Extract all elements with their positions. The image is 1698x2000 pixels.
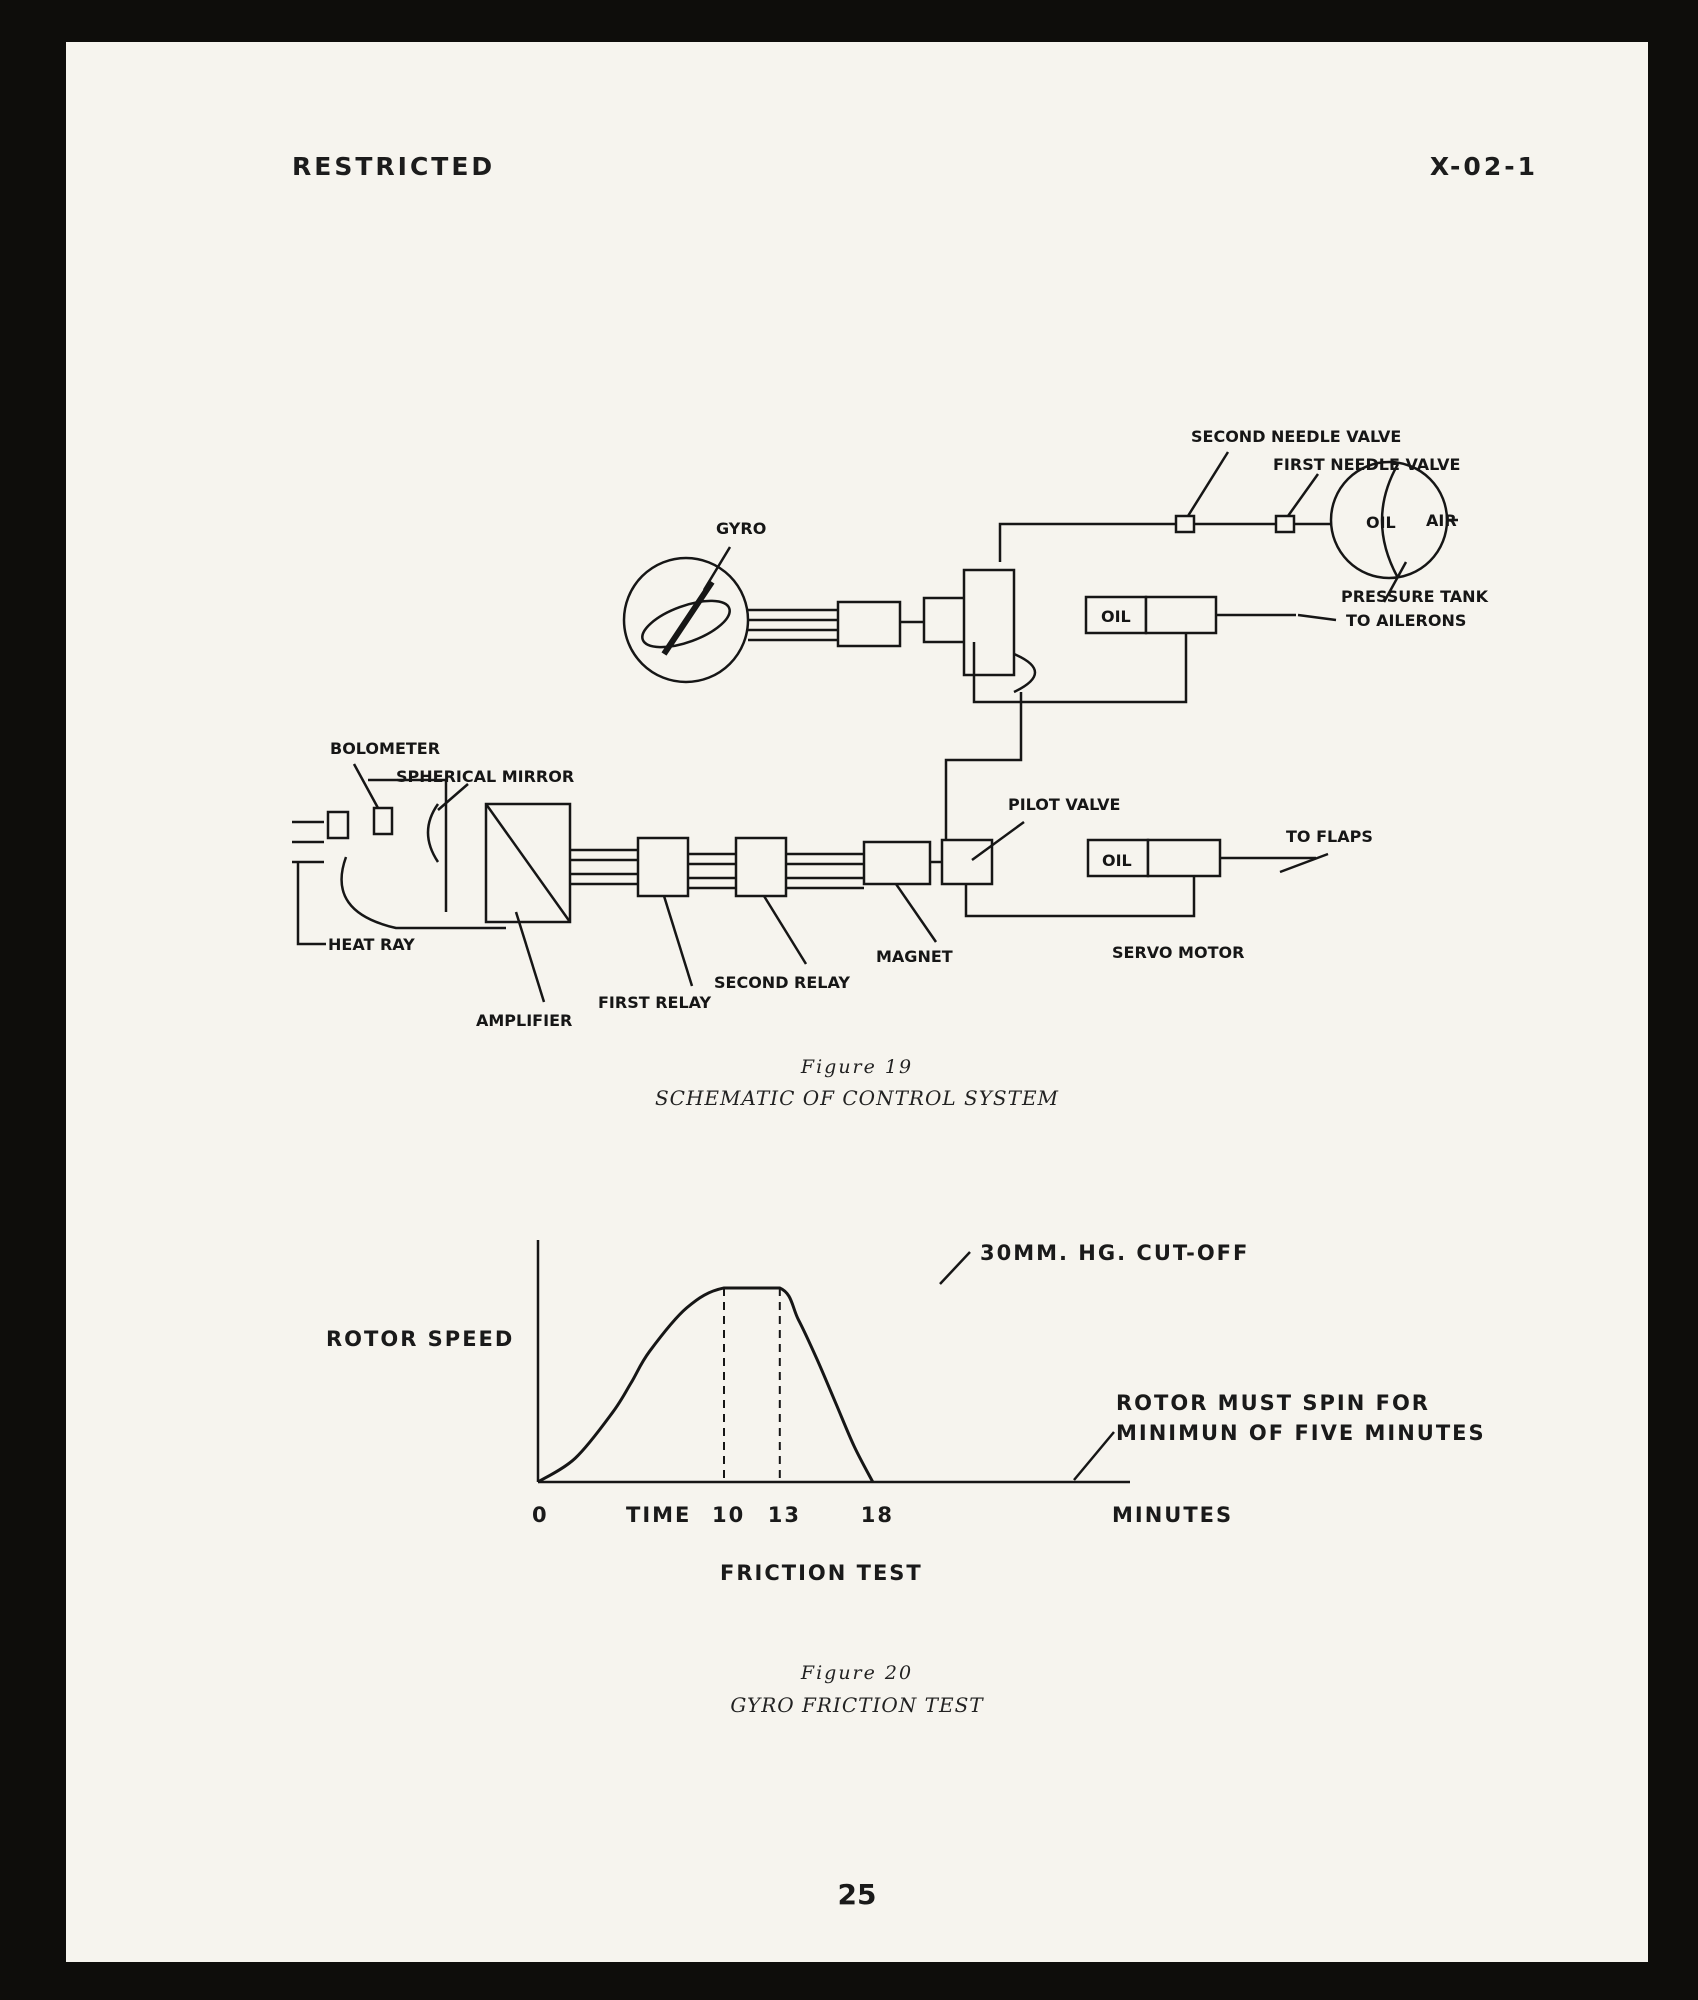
aileron-oil-label: OIL xyxy=(1101,607,1131,626)
cutoff-pointer xyxy=(939,1251,971,1285)
spin-pointer xyxy=(1073,1431,1115,1481)
amplifier-label: AMPLIFIER xyxy=(476,1011,572,1030)
y-axis-label: ROTOR SPEED xyxy=(326,1327,514,1351)
to-flaps-pointer xyxy=(1279,852,1329,874)
aileron-valve-body xyxy=(962,568,1016,677)
aileron-oil-line xyxy=(972,633,1188,704)
second-relay-pointer xyxy=(762,895,808,965)
spin-annotation-line1: ROTOR MUST SPIN FOR xyxy=(1116,1391,1430,1415)
heat-ray-source xyxy=(326,810,350,840)
bolometer-label: BOLOMETER xyxy=(330,739,440,758)
flaps-oil-label: OIL xyxy=(1102,851,1132,870)
gyro-label: GYRO xyxy=(716,519,766,538)
magnet-wiring xyxy=(786,852,864,890)
spherical-mirror xyxy=(426,803,440,863)
air-line xyxy=(998,522,1331,562)
x-tick-0: 0 xyxy=(532,1503,549,1527)
pressure-tank-pointer xyxy=(1382,561,1408,603)
document-page: RESTRICTED X-02-1 OIL AIR SECOND NEEDLE … xyxy=(66,42,1648,1962)
cutoff-annotation: 30MM. HG. CUT-OFF xyxy=(980,1241,1249,1265)
to-ailerons-label: TO AILERONS xyxy=(1346,611,1466,630)
spherical-mirror-label: SPHERICAL MIRROR xyxy=(396,767,574,786)
flaps-oil-chamber xyxy=(1086,838,1150,878)
bolometer-housing xyxy=(368,778,448,912)
second-needle-valve-pointer xyxy=(1186,451,1230,517)
first-relay-label: FIRST RELAY xyxy=(598,993,712,1012)
flaps-cylinder xyxy=(1146,838,1222,878)
figure-20-title: GYRO FRICTION TEST xyxy=(730,1693,984,1717)
magnet-pointer xyxy=(894,883,938,943)
tank-air-label: AIR xyxy=(1426,511,1457,530)
heat-ray-label: HEAT RAY xyxy=(328,935,415,954)
x-axis-unit: MINUTES xyxy=(1112,1503,1233,1527)
relay-link-wiring xyxy=(688,852,736,890)
magnet-label: MAGNET xyxy=(876,947,953,966)
document-code: X-02-1 xyxy=(1429,152,1538,181)
second-needle-valve xyxy=(1174,514,1196,534)
to-ailerons-pointer xyxy=(1297,613,1337,622)
second-needle-valve-label: SECOND NEEDLE VALVE xyxy=(1191,427,1401,446)
second-relay xyxy=(734,836,788,898)
gyro-relay xyxy=(836,600,902,648)
flaps-oil-line xyxy=(964,876,1196,918)
tank-divider xyxy=(1380,463,1400,579)
aileron-return-line xyxy=(1013,652,1036,694)
main-oil-line xyxy=(944,692,1023,842)
classification-header: RESTRICTED xyxy=(292,152,496,181)
figure-19-number: Figure 19 xyxy=(800,1056,914,1078)
heat-ray-pointer xyxy=(296,862,326,946)
gyro-rotor xyxy=(641,599,731,649)
spherical-mirror-pointer xyxy=(437,783,469,811)
gyro-coil-wiring xyxy=(748,608,838,642)
chart-title: FRICTION TEST xyxy=(720,1561,923,1585)
rotor-speed-curve xyxy=(537,1286,875,1484)
amplifier-pointer xyxy=(514,911,546,1003)
amplifier-diagonal xyxy=(484,803,572,923)
control-system-schematic: OIL AIR SECOND NEEDLE VALVE FIRST NEEDLE… xyxy=(292,427,1489,1030)
pressure-tank-label: PRESSURE TANK xyxy=(1341,587,1489,606)
x-axis-label: TIME xyxy=(626,1503,691,1527)
tank-oil-label: OIL xyxy=(1366,513,1396,532)
gyro-axis xyxy=(661,580,715,656)
heat-ray-wiring xyxy=(340,856,506,930)
servo-motor-label: SERVO MOTOR xyxy=(1112,943,1244,962)
x-tick-13: 13 xyxy=(768,1503,801,1527)
figure-19-title: SCHEMATIC OF CONTROL SYSTEM xyxy=(654,1086,1060,1110)
x-tick-10: 10 xyxy=(712,1503,745,1527)
first-relay xyxy=(636,836,690,898)
first-needle-valve xyxy=(1274,514,1296,534)
x-tick-18: 18 xyxy=(861,1503,894,1527)
bolometer xyxy=(372,806,394,836)
to-flaps-label: TO FLAPS xyxy=(1286,827,1373,846)
pilot-valve-label: PILOT VALVE xyxy=(1008,795,1120,814)
flaps-pilot-valve xyxy=(940,838,994,886)
second-relay-label: SECOND RELAY xyxy=(714,973,850,992)
amplifier-output-wiring xyxy=(570,848,638,886)
aileron-oil-chamber xyxy=(1084,595,1148,635)
first-needle-valve-pointer xyxy=(1286,473,1320,517)
friction-test-chart: 0 10 13 18 ROTOR SPEED TIME MINUTES FRICTIO… xyxy=(326,1240,1486,1585)
page-number: 25 xyxy=(837,1878,877,1911)
gyro-pointer xyxy=(702,546,732,591)
first-relay-pointer xyxy=(662,895,694,987)
figure-20-number: Figure 20 xyxy=(800,1662,914,1684)
pilot-valve-pointer xyxy=(971,820,1025,862)
first-needle-valve-label: FIRST NEEDLE VALVE xyxy=(1273,455,1460,474)
spin-annotation-line2: MINIMUN OF FIVE MINUTES xyxy=(1116,1421,1486,1445)
bolometer-pointer xyxy=(352,763,380,809)
